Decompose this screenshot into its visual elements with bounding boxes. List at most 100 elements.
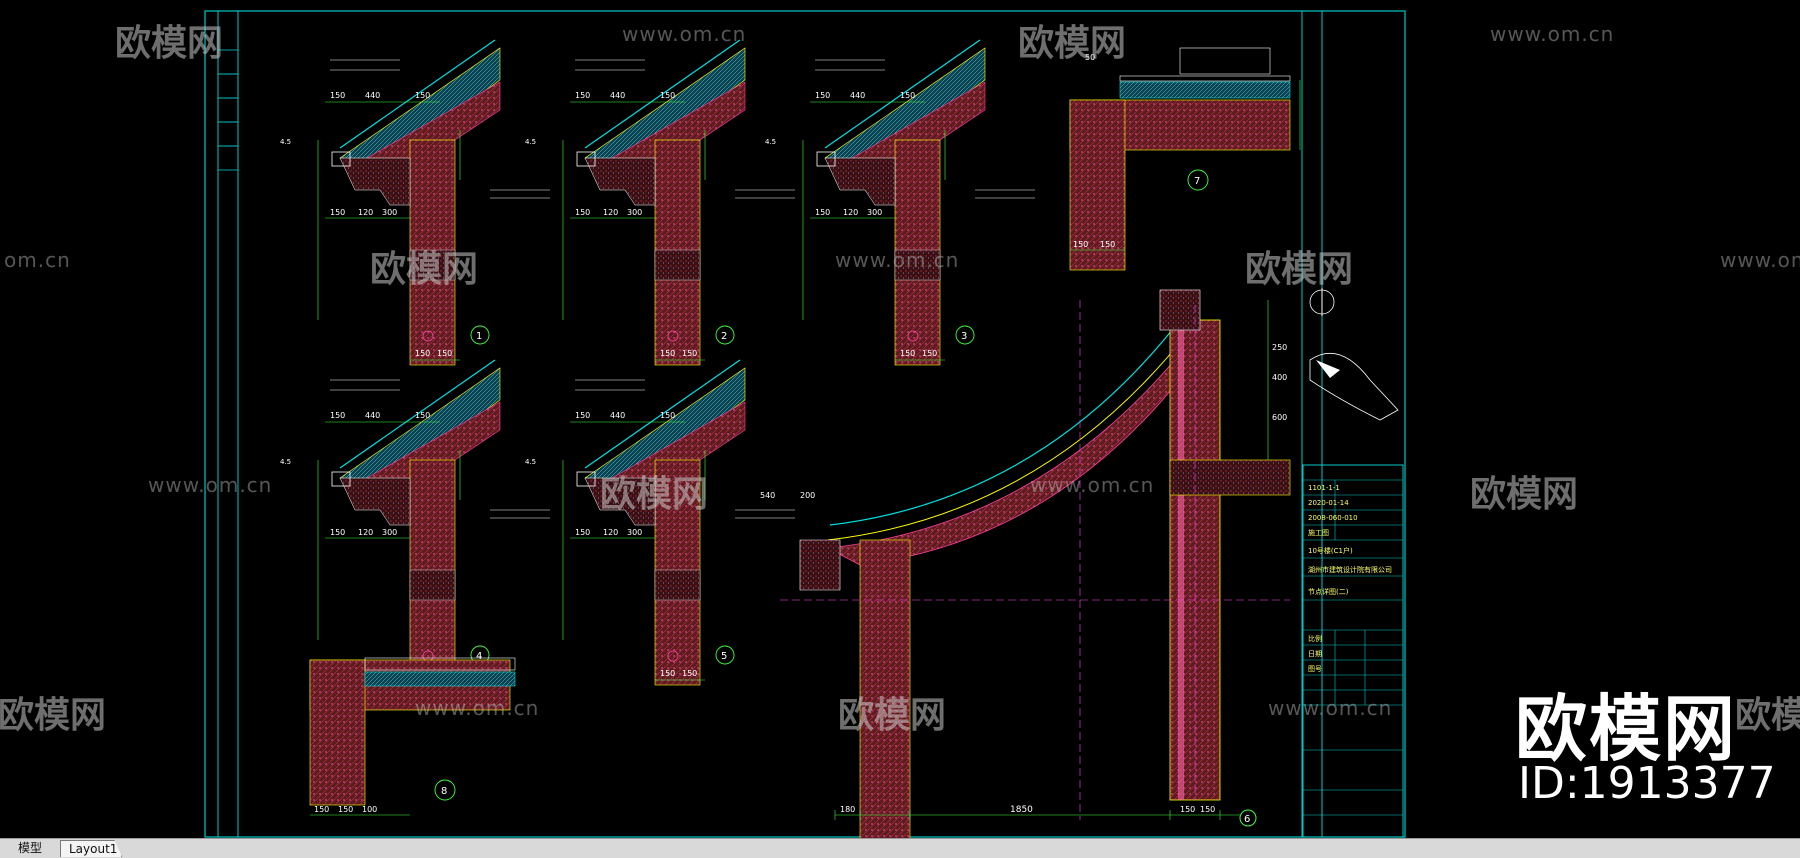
layout-tab-bar: 模型 Layout1 [0,838,1800,858]
tab-layout1[interactable]: Layout1 [60,840,122,857]
watermark-brand-3: 欧模网 [370,249,479,290]
dim-text: 150 [575,528,590,537]
dim-text: 150 [415,91,430,100]
elevation-text: 4.5 [525,458,536,466]
watermark-brand-7: 欧模网 [0,695,107,736]
dim-text: 150 [314,805,329,814]
dim-text: 300 [627,208,642,217]
dim-text: 150 [900,91,915,100]
sheet-frame [204,10,1406,838]
watermark-url-9: www.om.cn [1268,696,1393,720]
dim-text: 300 [627,528,642,537]
dim-text: 150 [1200,805,1215,814]
dim-text: 440 [365,411,380,420]
dim-text: 150 [682,669,697,678]
dim-text: 150 [338,805,353,814]
detail-number: 4 [476,651,482,662]
detail-number: 3 [961,331,967,342]
watermark-url-8: www.om.cn [415,696,540,720]
dim-text: 150 [575,91,590,100]
title-block-row: 1101-1-1 [1308,484,1340,492]
title-block-row: 节点详图(二) [1308,587,1349,596]
eave-detail-5: 150 440 150 150 120 300 150 150 4.5 5 [525,359,795,686]
dim-text: 150 [330,411,345,420]
detail-number: 6 [1244,814,1250,825]
dim-text: 150 [330,91,345,100]
watermark-brand-8: 欧模网 [838,695,947,736]
watermark-url-5: www.om.cn [1720,248,1800,272]
watermark-id: ID:1913377 [1518,758,1776,809]
dim-text: 150 [415,411,430,420]
watermark-url-6: www.om.cn [148,473,273,497]
dim-text: 440 [365,91,380,100]
dim-text: 150 [330,528,345,537]
dim-text: 440 [850,91,865,100]
dim-text: 1850 [1010,805,1033,815]
eave-detail-8: 8 150 150 100 [309,657,516,816]
dim-text: 250 [1272,343,1287,352]
dim-text: 100 [362,805,377,814]
dim-text: 150 [330,208,345,217]
dim-text: 400 [1272,373,1287,382]
dim-text: 150 [1073,240,1088,249]
title-block-row: 施工图 [1308,528,1329,537]
dim-text: 440 [610,411,625,420]
eave-detail-7: 7 150 150 50 [1069,47,1301,271]
dim-text: 120 [358,208,373,217]
dim-text: 300 [867,208,882,217]
dim-text: 150 [660,411,675,420]
watermark-url-7: www.om.cn [1030,473,1155,497]
dim-text: 180 [840,805,855,814]
dim-text: 120 [603,528,618,537]
title-block-row: 2008-060-010 [1308,514,1358,522]
dim-text: 150 [815,91,830,100]
title-block-row: 图号 [1308,665,1322,673]
dim-text: 150 [815,208,830,217]
tab-model[interactable]: 模型 [18,841,43,855]
title-block [1302,288,1404,838]
watermark-big-brand: 欧模网 [1515,687,1738,771]
watermark-brand-2: 欧模网 [1018,23,1127,64]
dim-text: 150 [660,91,675,100]
dim-text: 50 [1085,53,1095,62]
elevation-text: 4.5 [280,138,291,146]
dim-text: 120 [603,208,618,217]
dim-text: 150 [415,349,430,358]
dim-text: 150 [660,669,675,678]
detail-number: 1 [476,331,482,342]
detail-number: 7 [1194,176,1200,187]
dim-text: 150 [1100,240,1115,249]
watermark-url-2: www.om.cn [1490,22,1615,46]
dim-text: 200 [800,491,815,500]
elevation-text: 4.5 [765,138,776,146]
detail-number: 5 [721,651,727,662]
dim-text: 150 [660,349,675,358]
title-block-row: 比例 [1308,634,1322,643]
dim-text: 150 [575,411,590,420]
title-block-row: 10号楼(C1户) [1308,546,1353,555]
watermark-url-4: www.om.cn [835,248,960,272]
dim-text: 150 [1180,805,1195,814]
title-block-row: 2020-01-14 [1308,499,1349,507]
elevation-text: 4.5 [525,138,536,146]
watermark-brand-9: 欧模网 [1735,695,1800,736]
detail-number: 8 [441,786,447,797]
watermark-brand-1: 欧模网 [115,23,224,64]
dim-text: 150 [682,349,697,358]
watermark-brand-4: 欧模网 [1245,249,1354,290]
elevation-text: 4.5 [280,458,291,466]
title-block-text: 1101-1-1 2020-01-14 2008-060-010 施工图 10号楼(C1… [1308,484,1392,673]
dim-text: 120 [358,528,373,537]
detail-6-curved-roof [780,289,1291,841]
dim-text: 600 [1272,413,1287,422]
dim-text: 540 [760,491,775,500]
dim-text: 150 [900,349,915,358]
dim-text: 300 [382,208,397,217]
dim-text: 150 [575,208,590,217]
